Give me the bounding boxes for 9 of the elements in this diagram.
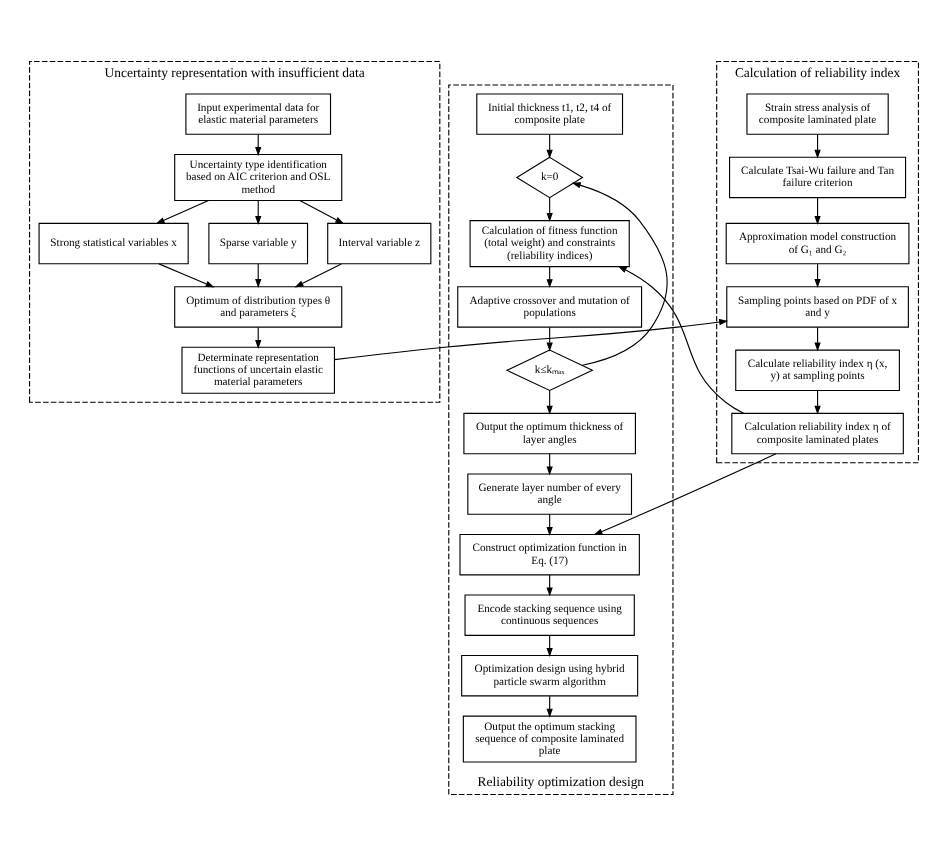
arrow xyxy=(593,452,777,535)
arrow xyxy=(158,262,215,287)
arrow xyxy=(299,199,345,224)
arrow xyxy=(155,199,209,223)
arrow xyxy=(294,262,342,287)
arrow xyxy=(814,196,821,225)
arrow xyxy=(617,264,745,413)
arrow xyxy=(571,181,668,365)
arrow xyxy=(334,317,729,360)
